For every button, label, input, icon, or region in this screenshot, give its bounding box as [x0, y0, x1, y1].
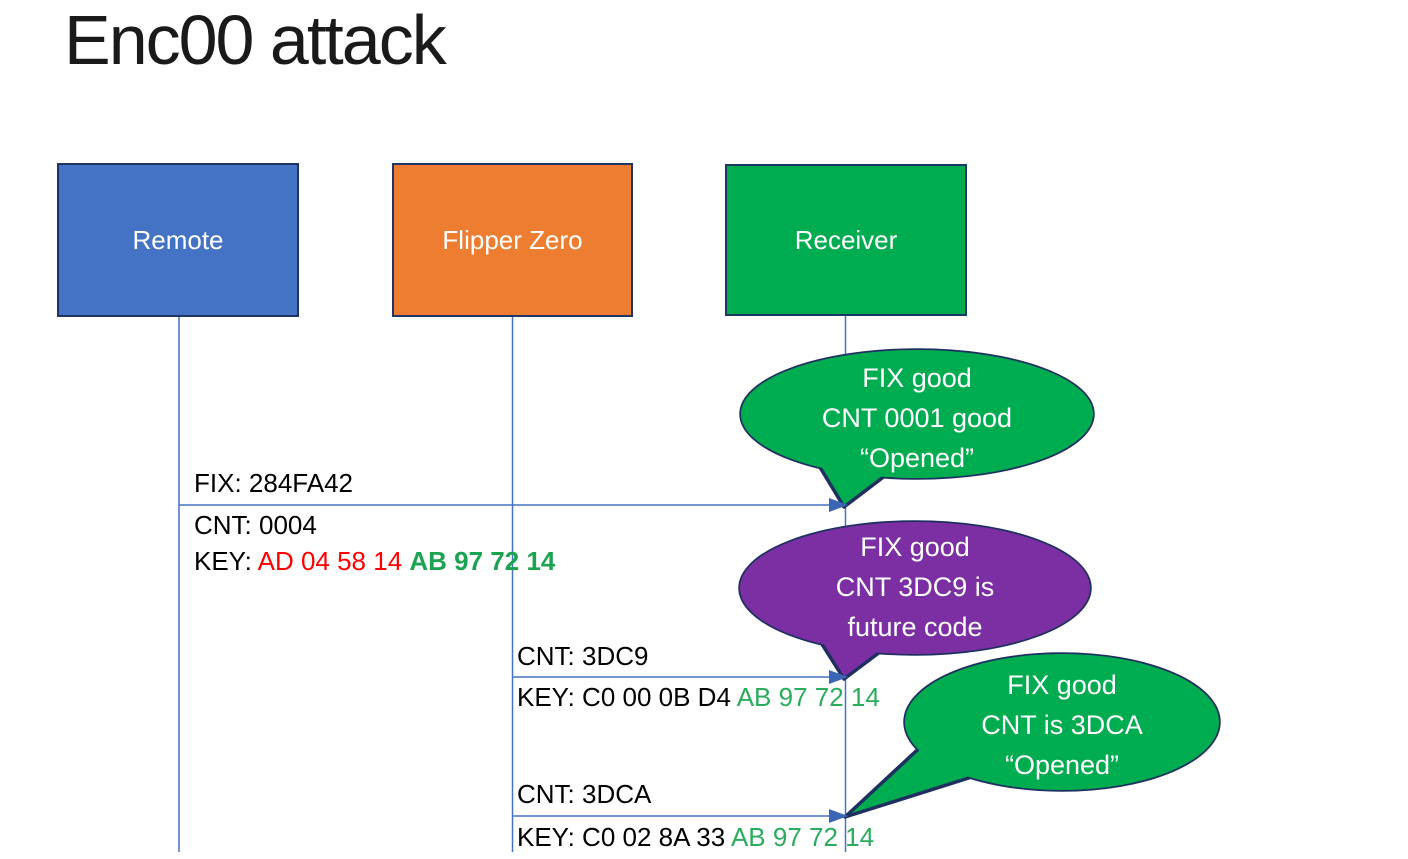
bubble-3-line-3: “Opened” [1004, 750, 1120, 780]
actor-box-remote: Remote [57, 163, 299, 317]
message-2-key-green-bytes: AB 97 72 14 [736, 682, 880, 712]
message-1-key-red-bytes: AD 04 58 14 [257, 546, 410, 576]
bubble-1-line-1: FIX good [862, 363, 972, 393]
speech-bubble-1-text: FIX good CNT 0001 good “Opened” [737, 358, 1097, 478]
message-3-key-prefix: KEY: C0 02 8A 33 [517, 822, 731, 852]
arrowhead-2-icon [829, 670, 848, 684]
bubble-2-line-1: FIX good [860, 532, 970, 562]
slide-title: Enc00 attack [64, 1, 447, 79]
message-1-cnt-label: CNT: 0004 [194, 509, 317, 542]
message-3-key-green-bytes: AB 97 72 14 [730, 822, 875, 852]
bubble-3-line-2: CNT is 3DCA [981, 710, 1143, 740]
message-3-key-label: KEY: C0 02 8A 33 AB 97 72 14 [517, 821, 874, 854]
message-2-key-prefix: KEY: C0 00 0B D4 [517, 682, 737, 712]
message-2-cnt-value: CNT: 3DC9 [517, 641, 649, 671]
message-1-fix-label: FIX: 284FA42 [194, 467, 353, 500]
message-arrows [179, 504, 840, 817]
message-3-cnt-label: CNT: 3DCA [517, 778, 651, 811]
bubble-1-line-2: CNT 0001 good [821, 403, 1013, 433]
speech-bubble-2-text: FIX good CNT 3DC9 is future code [735, 527, 1095, 647]
bubble-3-line-1: FIX good [1007, 670, 1117, 700]
arrowheads [829, 498, 848, 823]
message-1-key-label: KEY: AD 04 58 14 AB 97 72 14 [194, 545, 555, 578]
arrowhead-1-icon [829, 498, 848, 512]
message-1-key-green-bytes: AB 97 72 14 [409, 546, 556, 576]
actor-label-remote: Remote [132, 224, 224, 255]
message-1-fix-value: FIX: 284FA42 [194, 468, 353, 498]
actor-box-flipper-zero: Flipper Zero [392, 163, 633, 317]
speech-bubble-1 [739, 348, 1095, 509]
actor-label-receiver: Receiver [794, 224, 898, 255]
message-2-cnt-label: CNT: 3DC9 [517, 640, 648, 673]
speech-bubble-3-text: FIX good CNT is 3DCA “Opened” [882, 665, 1242, 785]
message-1-cnt-value: CNT: 0004 [194, 510, 317, 540]
actor-box-receiver: Receiver [725, 164, 967, 316]
message-1-key-prefix: KEY: [194, 546, 258, 576]
arrowhead-3-icon [829, 809, 848, 823]
message-3-cnt-value: CNT: 3DCA [517, 779, 652, 809]
bubble-1-line-3: “Opened” [859, 443, 975, 473]
bubble-2-line-2: CNT 3DC9 is [835, 572, 995, 602]
bubble-2-line-3: future code [847, 612, 983, 642]
speech-bubble-2 [738, 520, 1092, 681]
speech-bubble-3 [843, 652, 1221, 819]
message-2-key-label: KEY: C0 00 0B D4 AB 97 72 14 [517, 681, 880, 714]
actor-label-flipper-zero: Flipper Zero [442, 224, 583, 255]
